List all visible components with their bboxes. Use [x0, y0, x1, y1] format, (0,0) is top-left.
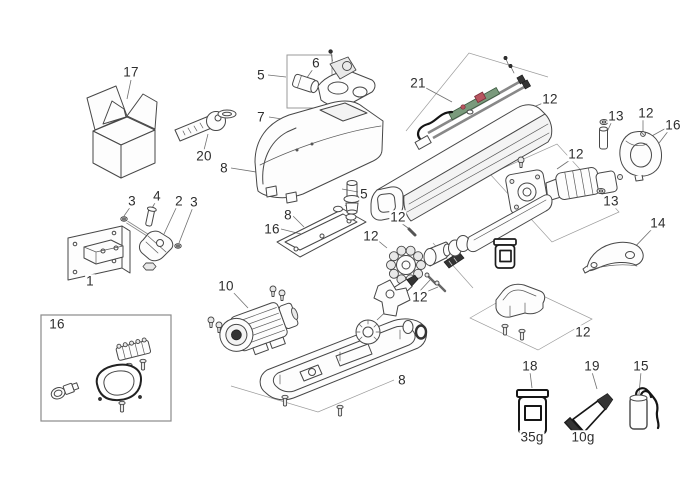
seal-ring-drawing	[217, 109, 237, 119]
part-label-2: 2	[174, 193, 184, 209]
pin-oring-drawing	[599, 119, 609, 150]
part-label-8-gasket: 8	[283, 207, 293, 223]
part-label-15: 15	[632, 358, 650, 374]
part-label-12-beam: 12	[541, 91, 559, 107]
part-label-1: 1	[85, 273, 95, 289]
part-label-12-saddle: 12	[574, 324, 592, 340]
part-label-19: 19	[583, 358, 601, 374]
part-label-14: 14	[649, 215, 667, 231]
part-label-4: 4	[152, 188, 162, 204]
release-lever-drawing	[317, 49, 376, 107]
cable-assembly-drawing	[414, 56, 532, 150]
part-label-21: 21	[409, 75, 427, 91]
top-cover-drawing	[254, 100, 384, 204]
grease-jar-drawing	[516, 389, 549, 435]
front-flange-drawing	[619, 131, 662, 182]
part-label-16-kit: 16	[48, 316, 66, 332]
accessories-kit-drawing	[40, 314, 172, 422]
weight-caption-10g: 10g	[570, 429, 596, 445]
construction-lines	[230, 52, 620, 413]
gate-bracket-drawing	[582, 241, 644, 274]
part-label-12-flange: 12	[637, 105, 655, 121]
wall-plate-drawing	[67, 225, 131, 281]
part-label-3b: 3	[189, 194, 199, 210]
release-key-drawing	[174, 111, 226, 142]
grease-jar-small-drawing	[493, 238, 517, 269]
release-pin-drawing	[333, 180, 361, 221]
packaging-box-drawing	[86, 85, 158, 179]
part-label-12-rollpin: 12	[389, 209, 407, 225]
weight-caption-35g: 35g	[519, 429, 545, 445]
part-label-8-base: 8	[397, 372, 407, 388]
capacitor-drawing	[629, 387, 660, 430]
part-label-5-pin: 5	[359, 186, 369, 202]
part-label-8-cover: 8	[219, 160, 229, 176]
part-label-13-pin: 13	[607, 108, 625, 124]
saddle-bracket-drawing	[495, 283, 546, 341]
part-label-6: 6	[311, 55, 321, 71]
gasket-drawing	[276, 208, 367, 258]
part-label-12-gear: 12	[362, 228, 380, 244]
part-label-18: 18	[521, 358, 539, 374]
part-label-13-oring: 13	[602, 193, 620, 209]
spindle-tube-drawing	[443, 194, 553, 269]
motor-drawing	[207, 285, 299, 356]
beam-drawing	[370, 104, 553, 222]
part-label-16-gasket: 16	[263, 221, 281, 237]
base-tray-drawing	[259, 279, 428, 417]
part-label-3a: 3	[127, 193, 137, 209]
part-label-12-rearhead: 12	[567, 146, 585, 162]
lock-cylinder-drawing	[292, 73, 320, 94]
part-label-5: 5	[256, 67, 266, 83]
part-label-20: 20	[195, 148, 213, 164]
part-label-10: 10	[217, 278, 235, 294]
roll-pin-drawing	[407, 227, 417, 237]
part-label-12-screws: 12	[411, 289, 429, 305]
oring-drawing	[596, 188, 606, 194]
clevis-set-drawing	[120, 206, 182, 271]
drive-gear-drawing	[386, 241, 451, 285]
part-label-16-flange: 16	[664, 117, 682, 133]
part-label-17: 17	[122, 64, 140, 80]
screw-kit-drawing	[424, 272, 447, 293]
part-label-7: 7	[256, 109, 266, 125]
